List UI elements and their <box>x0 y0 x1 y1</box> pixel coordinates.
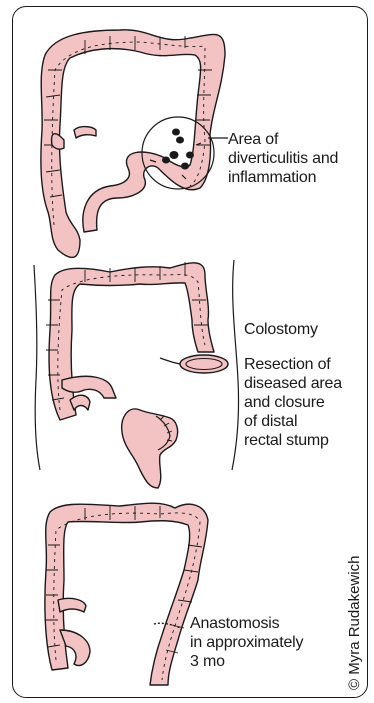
colon-stage-colostomy <box>34 260 239 488</box>
colon-stage-anastomosis <box>45 503 208 685</box>
label-colostomy: Colostomy <box>244 320 318 339</box>
label-anastomosis: Anastomosis in approximately 3 mo <box>190 614 303 671</box>
label-diverticulitis: Area of diverticulitis and inflammation <box>228 130 338 187</box>
colon-stage-diverticulitis <box>41 30 228 258</box>
copyright-credit: © Myra Rudakewich <box>346 556 363 690</box>
label-resection: Resection of diseased area and closure o… <box>244 355 342 450</box>
